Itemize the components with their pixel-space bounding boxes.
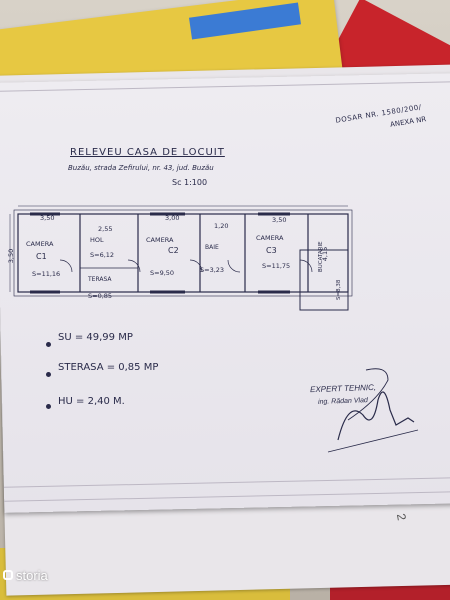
door-arc <box>59 259 73 273</box>
storia-logo-icon <box>3 570 13 580</box>
room-area: S=6,12 <box>90 251 115 259</box>
document-scale: Sc 1:100 <box>172 178 208 187</box>
room-name: BAIE <box>205 244 219 251</box>
document-title: RELEVEU CASA DE LOCUIT <box>70 147 225 158</box>
room-name: CAMERA <box>256 234 284 242</box>
room-name: TERASA <box>88 276 112 283</box>
paper-rule-line <box>4 491 450 502</box>
dim-label: 2,55 <box>98 225 113 233</box>
room-code: C1 <box>36 252 47 261</box>
dim-label: 3,50 <box>40 214 55 222</box>
door-arc <box>127 259 141 273</box>
room-code: C3 <box>266 246 277 255</box>
bullet <box>46 404 51 409</box>
signature-stamp <box>327 368 419 453</box>
room-name: BUCATARIE <box>318 241 324 272</box>
height: HU = 2,40 M. <box>58 396 125 407</box>
usable-area: SU = 49,99 MP <box>58 332 133 343</box>
room-area: S=3,23 <box>200 266 225 274</box>
dim-label: 3,50 <box>7 248 16 264</box>
room-name: CAMERA <box>26 240 54 248</box>
paper-rule-line <box>4 477 450 488</box>
floor-plan-drawing <box>9 205 353 311</box>
room-area: S=11,75 <box>262 262 291 270</box>
door-arc <box>299 259 313 273</box>
bullet <box>46 342 51 347</box>
dim-label: 3,50 <box>272 216 287 224</box>
signature-loop <box>347 368 389 421</box>
terrace-area: STERASA = 0,85 MP <box>58 362 159 373</box>
dim-label: 3,00 <box>165 214 180 222</box>
bullet <box>46 372 51 377</box>
document-address: Buzău, strada Zefirului, nr. 43, jud. Bu… <box>68 164 214 172</box>
signature-underline <box>327 429 419 453</box>
room-code: C2 <box>168 246 179 255</box>
door-arc <box>227 259 241 273</box>
room-area: S=9,50 <box>150 269 175 277</box>
room-name: HOL <box>90 236 104 244</box>
watermark: storia <box>16 568 48 583</box>
dim-label: 1,20 <box>214 222 229 230</box>
kitchen-extension <box>299 249 349 311</box>
room-name: CAMERA <box>146 236 174 244</box>
door-arc <box>189 259 203 273</box>
outer-wall <box>17 213 349 293</box>
room-area: S=0,85 <box>88 292 113 300</box>
room-area: S=8,38 <box>336 279 342 300</box>
outer-wall-outline <box>13 209 353 297</box>
signature-stroke <box>337 391 415 441</box>
room-area: S=11,16 <box>32 270 61 278</box>
paper-rule-line <box>0 81 450 92</box>
